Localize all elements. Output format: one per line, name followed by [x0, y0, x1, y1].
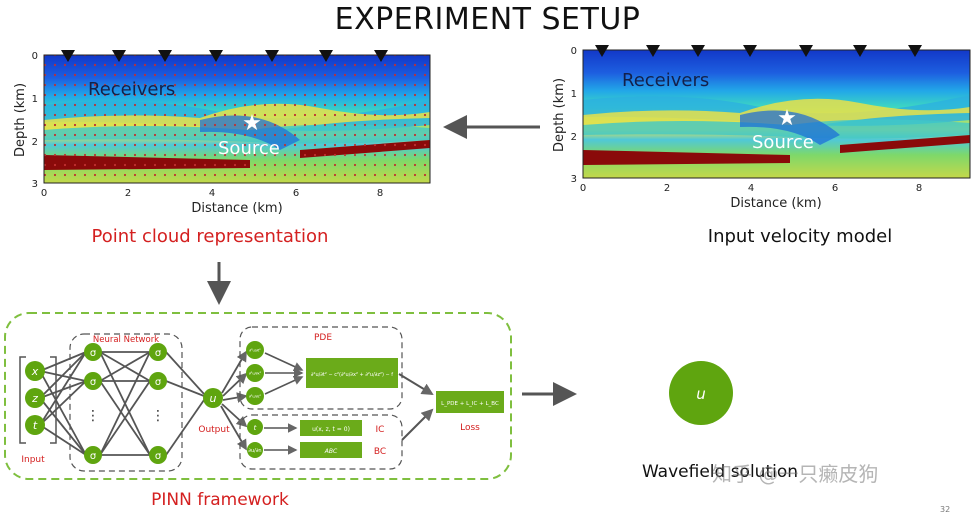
velocity-model-caption: Input velocity model: [707, 226, 893, 247]
ic-bc-box: [239, 414, 403, 470]
sigma-node-label: σ: [90, 348, 97, 359]
pinn-caption: PINN framework: [151, 490, 289, 510]
watermark: 知乎 @一只癞皮狗: [712, 462, 879, 486]
input-nodes: [25, 361, 45, 435]
ic-input-label: t: [254, 424, 257, 432]
bc-condition-box: [300, 442, 362, 458]
derivative-nodes: [246, 341, 264, 405]
left-ytick: 3: [32, 179, 38, 190]
pde-equation: ∂²u/∂t² − c²(∂²u/∂x² + ∂²u/∂z²) − f: [311, 372, 393, 378]
right-velocity-panel: [583, 50, 970, 178]
pde-equation-box: [306, 358, 398, 388]
left-ytick: 1: [32, 94, 38, 105]
right-xtick: 4: [748, 183, 754, 194]
hidden-dots: ⋮: [151, 408, 165, 424]
left-xtick: 0: [41, 188, 47, 199]
input-node-t: t: [33, 419, 38, 432]
wavefield-node-label: u: [696, 385, 706, 403]
right-xtick: 8: [916, 183, 922, 194]
right-ytick: 2: [571, 132, 577, 143]
pde-box: [239, 326, 403, 410]
left-receivers-label: Receivers: [88, 79, 175, 100]
neural-network-box: [69, 333, 183, 472]
right-source-label: Source: [752, 132, 814, 153]
left-xtick: 6: [293, 188, 299, 199]
right-ylabel: Depth (km): [552, 78, 567, 152]
sigma-node-label: σ: [155, 348, 162, 359]
right-receivers-label: Receivers: [622, 70, 709, 91]
bc-condition: ABC: [324, 448, 338, 455]
output-label: Output: [198, 425, 230, 435]
left-ytick: 0: [32, 51, 38, 62]
right-xtick: 2: [664, 183, 670, 194]
slide-title: EXPERIMENT SETUP: [334, 2, 641, 37]
loss-box: [436, 391, 504, 413]
ic-condition-box: [300, 420, 362, 436]
left-xtick: 8: [377, 188, 383, 199]
left-velocity-panel: [44, 55, 430, 183]
right-receivers: [595, 45, 922, 57]
left-star-icon: ★: [242, 111, 262, 136]
input-node-x: x: [31, 365, 39, 378]
left-xtick: 4: [209, 188, 215, 199]
sigma-node-label: σ: [155, 377, 162, 388]
right-xtick: 0: [580, 183, 586, 194]
left-receivers: [61, 50, 388, 62]
pde-label: PDE: [314, 333, 332, 343]
hidden-nodes: [84, 343, 167, 464]
left-ylabel: Depth (km): [13, 83, 28, 157]
right-star-icon: ★: [777, 106, 797, 131]
right-ytick: 1: [571, 89, 577, 100]
right-ytick: 3: [571, 174, 577, 185]
pinn-framework-box: [4, 312, 512, 480]
input-label: Input: [21, 455, 45, 465]
wavefield-caption: Wavefield solution: [641, 462, 799, 482]
ic-condition: u(x, z, t = 0): [312, 426, 350, 433]
derivative-tt-label: ∂²u/∂t²: [249, 349, 261, 353]
ic-input-node: [247, 419, 263, 435]
sigma-node-label: σ: [90, 451, 97, 462]
right-xtick: 6: [832, 183, 838, 194]
left-xlabel: Distance (km): [191, 201, 282, 216]
derivative-zz-label: ∂²u/∂z²: [249, 395, 262, 399]
output-node-label: u: [210, 392, 217, 405]
loss-label: Loss: [460, 423, 480, 433]
right-ytick: 0: [571, 46, 577, 57]
left-ytick: 2: [32, 137, 38, 148]
slide-number: 32: [940, 505, 951, 514]
right-xlabel: Distance (km): [730, 196, 821, 211]
input-node-z: z: [31, 392, 38, 405]
output-node: [203, 388, 223, 408]
wavefield-node: [669, 361, 733, 425]
sigma-node-label: σ: [90, 377, 97, 388]
bc-input-node: [247, 442, 263, 458]
derivative-xx-label: ∂²u/∂x²: [249, 372, 262, 376]
neural-network-label: Neural Network: [93, 335, 159, 345]
left-xtick: 2: [125, 188, 131, 199]
ic-label: IC: [376, 425, 385, 435]
bc-input-label: ∂u/∂n: [248, 448, 261, 454]
sigma-node-label: σ: [155, 451, 162, 462]
point-cloud-caption: Point cloud representation: [91, 226, 329, 247]
left-source-label: Source: [218, 138, 280, 159]
bc-label: BC: [374, 447, 386, 457]
loss-equation: L_PDE + L_IC + L_BC: [441, 401, 499, 407]
hidden-dots: ⋮: [86, 408, 100, 424]
